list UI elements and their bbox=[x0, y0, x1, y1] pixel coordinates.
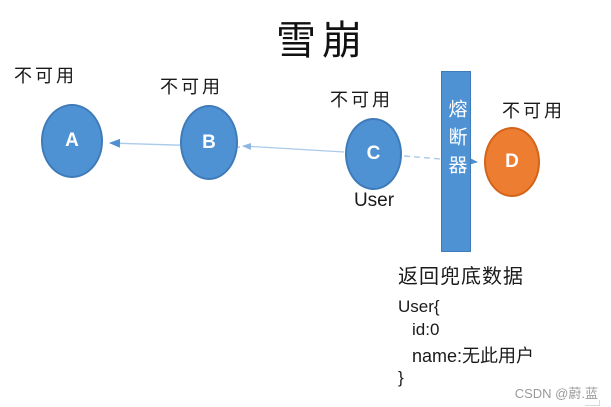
node-b: B bbox=[180, 105, 238, 180]
fallback-code-line: name:无此用户 bbox=[412, 346, 535, 366]
corner-artifact-mark bbox=[585, 400, 600, 406]
fallback-code-line: } bbox=[398, 368, 404, 387]
node-b-label: B bbox=[202, 131, 216, 153]
diagram-title: 雪崩 bbox=[276, 18, 368, 64]
user-caption: User bbox=[353, 190, 395, 211]
node-a: A bbox=[41, 104, 103, 178]
node-c: C bbox=[345, 118, 402, 190]
status-label-d: 不可用 bbox=[502, 101, 565, 121]
node-d-label: D bbox=[505, 151, 519, 172]
fallback-heading: 返回兜底数据 bbox=[398, 266, 524, 288]
status-label-c: 不可用 bbox=[330, 90, 393, 110]
circuit-breaker-bar: 熔断器 bbox=[441, 71, 471, 252]
fallback-code-line: User{ bbox=[398, 297, 440, 316]
node-a-label: A bbox=[65, 130, 79, 151]
fallback-code-line: id:0 bbox=[412, 320, 440, 339]
node-c-label: C bbox=[366, 143, 381, 164]
node-d: D bbox=[484, 127, 540, 197]
status-label-b: 不可用 bbox=[160, 77, 223, 97]
arrow-c-to-b bbox=[242, 142, 345, 153]
status-label-a: 不可用 bbox=[14, 66, 77, 86]
csdn-watermark: CSDN @蔚.蓝 bbox=[514, 386, 598, 401]
circuit-breaker-label: 熔断器 bbox=[445, 99, 467, 183]
